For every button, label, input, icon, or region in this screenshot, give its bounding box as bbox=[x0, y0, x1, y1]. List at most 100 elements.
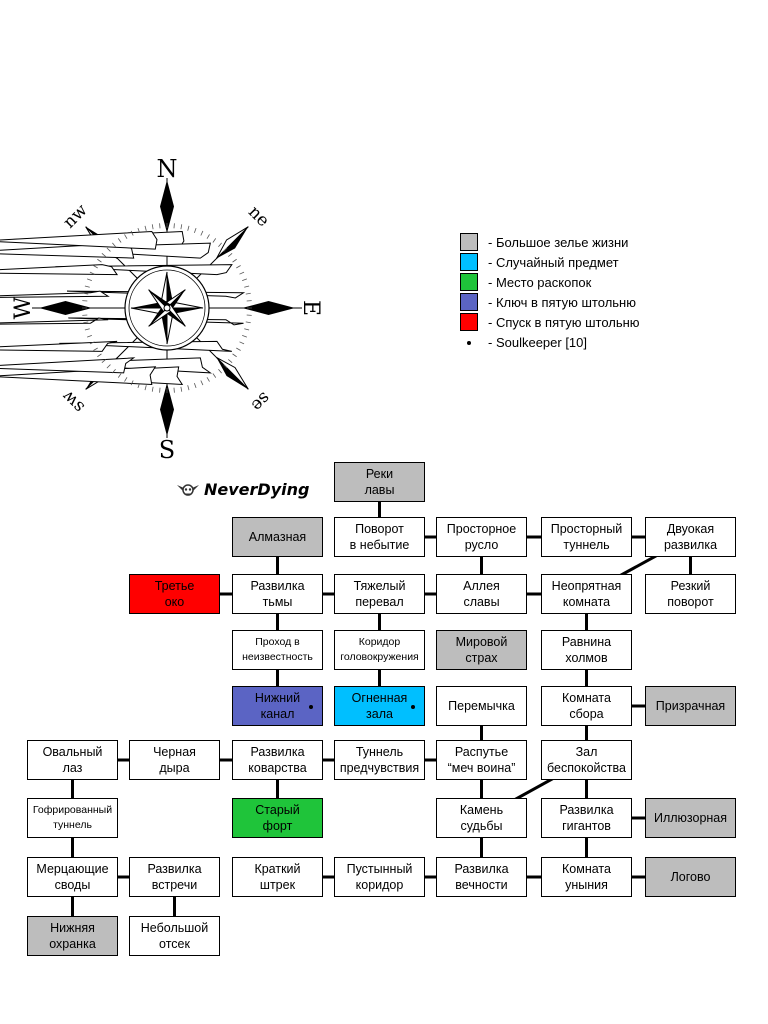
compass-tick bbox=[180, 386, 183, 392]
room-koridor-golov[interactable]: Коридор головокружения bbox=[334, 630, 425, 670]
room-mertsayushchie[interactable]: Мерцающие своды bbox=[27, 857, 118, 897]
legend-row: - Soulkeeper [10] bbox=[460, 332, 640, 352]
compass-tick bbox=[106, 364, 111, 369]
logo-text: NeverDying bbox=[204, 480, 310, 499]
compass-tick bbox=[97, 258, 102, 263]
room-prostornyi-tunnel[interactable]: Просторный туннель bbox=[541, 517, 632, 557]
room-tyazhelyi[interactable]: Тяжелый перевал bbox=[334, 574, 425, 614]
compass-label-w: W bbox=[11, 296, 36, 319]
room-gofrirovannyi[interactable]: Гофрированный туннель bbox=[27, 798, 118, 838]
legend-label: - Ключ в пятую штольню bbox=[488, 294, 636, 310]
legend-swatch-grey bbox=[460, 233, 478, 251]
room-staryi-fort[interactable]: Старый форт bbox=[232, 798, 323, 838]
room-ognennaya[interactable]: Огненная зала bbox=[334, 686, 425, 726]
room-mirovoi[interactable]: Мировой страх bbox=[436, 630, 527, 670]
compass-tick bbox=[223, 247, 228, 252]
compass-label-sw: sw bbox=[58, 386, 89, 417]
compass-tick bbox=[106, 247, 111, 252]
room-nebolshoi-otsek[interactable]: Небольшой отсек bbox=[129, 916, 220, 956]
room-razvilka-vechnosti[interactable]: Развилка вечности bbox=[436, 857, 527, 897]
room-almaznaya[interactable]: Алмазная bbox=[232, 517, 323, 557]
room-kamen-sudby[interactable]: Камень судьбы bbox=[436, 798, 527, 838]
room-peremychka[interactable]: Перемычка bbox=[436, 686, 527, 726]
room-zal-bespok[interactable]: Зал беспокойства bbox=[541, 740, 632, 780]
room-razvilka-tmy[interactable]: Развилка тьмы bbox=[232, 574, 323, 614]
room-dvuokaya[interactable]: Двуокая развилка bbox=[645, 517, 736, 557]
compass-tick bbox=[101, 253, 106, 257]
room-ravnina[interactable]: Равнина холмов bbox=[541, 630, 632, 670]
legend-row: - Случайный предмет bbox=[460, 252, 640, 272]
compass-tick bbox=[84, 328, 90, 331]
room-chernaya[interactable]: Черная дыра bbox=[129, 740, 220, 780]
compass-tick bbox=[244, 328, 250, 331]
room-trete-oko[interactable]: Третье око bbox=[129, 574, 220, 614]
compass-tick bbox=[93, 347, 98, 351]
compass-tick bbox=[130, 230, 134, 236]
room-rezkii[interactable]: Резкий поворот bbox=[645, 574, 736, 614]
compass-diamond bbox=[0, 290, 110, 298]
room-label: Призрачная bbox=[655, 699, 726, 713]
compass-tick bbox=[187, 225, 190, 231]
room-label: Старый форт bbox=[255, 803, 300, 833]
legend-row: - Спуск в пятую штольню bbox=[460, 312, 640, 332]
room-neopryatnaya[interactable]: Неопрятная комната bbox=[541, 574, 632, 614]
room-tunnel-predch[interactable]: Туннель предчувствия bbox=[334, 740, 425, 780]
compass-center bbox=[163, 304, 171, 312]
compass-tick bbox=[242, 278, 248, 282]
compass-tick bbox=[151, 386, 154, 392]
compass-diamond bbox=[0, 317, 109, 325]
compass-tick bbox=[180, 224, 183, 230]
room-komnata-sbora[interactable]: Комната сбора bbox=[541, 686, 632, 726]
room-ovalnyi[interactable]: Овальный лаз bbox=[27, 740, 118, 780]
room-logovo[interactable]: Логово bbox=[645, 857, 736, 897]
compass-label-s: S bbox=[159, 436, 175, 464]
soulkeeper-marker-icon bbox=[411, 705, 415, 709]
compass-label-n: N bbox=[157, 155, 178, 183]
compass-tick bbox=[193, 227, 197, 233]
room-alleya[interactable]: Аллея славы bbox=[436, 574, 527, 614]
compass-tick bbox=[245, 292, 251, 295]
room-label: Черная дыра bbox=[153, 745, 196, 775]
guild-logo: NeverDying bbox=[176, 480, 309, 499]
room-prizrachnaya[interactable]: Призрачная bbox=[645, 686, 736, 726]
compass-tick bbox=[83, 321, 89, 324]
room-label: Просторное русло bbox=[446, 522, 517, 552]
room-label: Аллея славы bbox=[463, 579, 500, 609]
compass-label-ne: ne bbox=[244, 202, 273, 231]
room-razvilka-vstrechi[interactable]: Развилка встречи bbox=[129, 857, 220, 897]
room-razvilka-kovarstva[interactable]: Развилка коварства bbox=[232, 740, 323, 780]
room-povorot-nebytie[interactable]: Поворот в небытие bbox=[334, 517, 425, 557]
room-label: Мерцающие своды bbox=[36, 862, 109, 892]
room-nizhnyaya-okhranka[interactable]: Нижняя охранка bbox=[27, 916, 118, 956]
room-kratkii[interactable]: Краткий штрек bbox=[232, 857, 323, 897]
compass-tick bbox=[232, 258, 237, 263]
room-label: Развилка вечности bbox=[454, 862, 509, 892]
compass-tick bbox=[97, 353, 102, 358]
compass-tick bbox=[242, 334, 248, 338]
room-nizhnii-kanal[interactable]: Нижний канал bbox=[232, 686, 323, 726]
room-komnata-unyniya[interactable]: Комната уныния bbox=[541, 857, 632, 897]
room-label: Овальный лаз bbox=[42, 745, 103, 775]
compass-tick bbox=[151, 224, 154, 230]
room-label: Алмазная bbox=[248, 530, 307, 544]
room-rasputye[interactable]: Распутье “меч воина” bbox=[436, 740, 527, 780]
room-pustynnyi[interactable]: Пустынный коридор bbox=[334, 857, 425, 897]
room-prokhod[interactable]: Проход в неизвестность bbox=[232, 630, 323, 670]
compass-tick bbox=[144, 225, 147, 231]
room-illyuzornaya[interactable]: Иллюзорная bbox=[645, 798, 736, 838]
room-reki[interactable]: Реки лавы bbox=[334, 462, 425, 502]
room-prostornoe-ruslo[interactable]: Просторное русло bbox=[436, 517, 527, 557]
room-label: Логово bbox=[670, 870, 711, 884]
legend-label: - Случайный предмет bbox=[488, 254, 619, 270]
legend-swatch-red bbox=[460, 313, 478, 331]
room-label: Нижняя охранка bbox=[49, 921, 96, 951]
compass-tick bbox=[218, 369, 222, 374]
winged-skull-icon bbox=[177, 483, 199, 496]
compass-tick bbox=[212, 373, 217, 378]
room-label: Гофрированный туннель bbox=[32, 804, 113, 831]
compass-tick bbox=[236, 347, 241, 351]
compass-tick bbox=[89, 341, 95, 345]
room-label: Туннель предчувствия bbox=[339, 745, 420, 775]
room-label: Перемычка bbox=[448, 699, 515, 713]
room-razvilka-gigantov[interactable]: Развилка гигантов bbox=[541, 798, 632, 838]
